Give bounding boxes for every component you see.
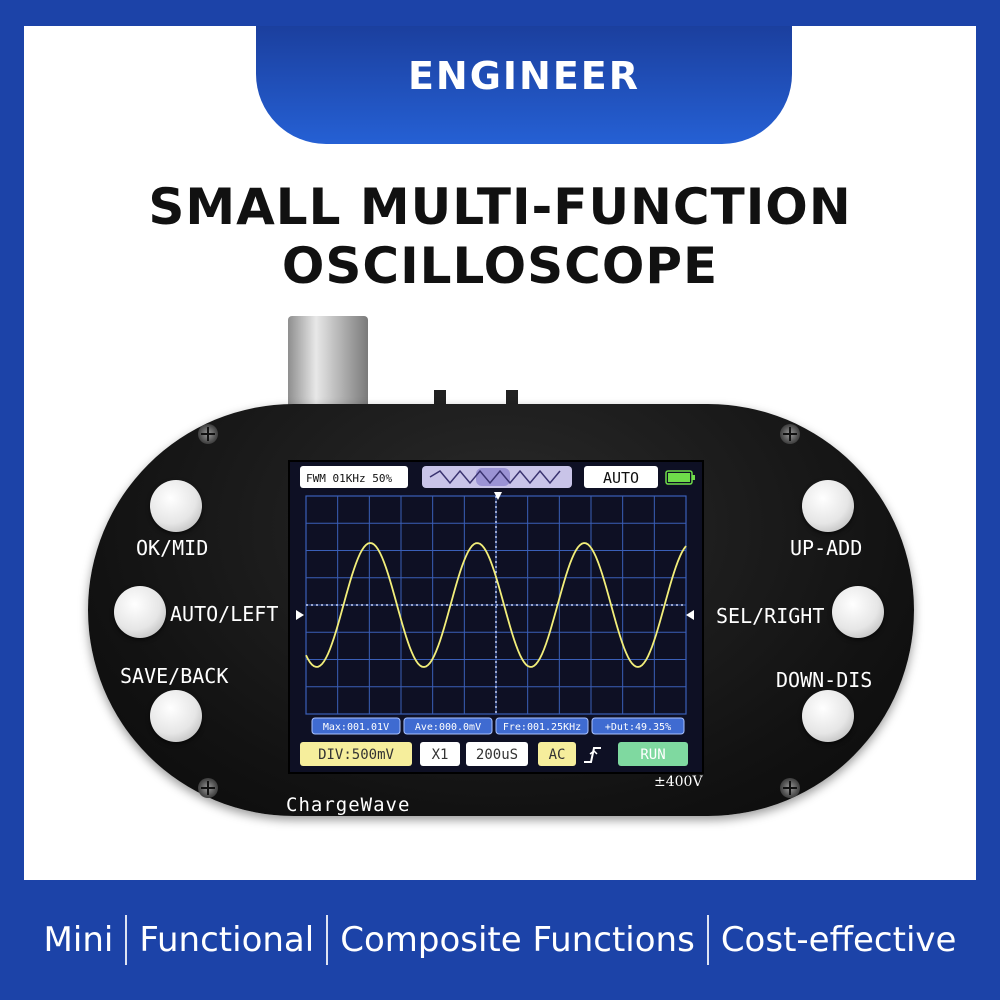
oscilloscope-screen: FWM 01KHz 50% AUTO Max:001.01V Ave:000.0… — [288, 460, 704, 774]
duty-value: +Dut:49.35% — [605, 722, 671, 733]
bnc-probe-connector — [288, 316, 368, 416]
headline-line-1: SMALL MULTI-FUNCTION — [148, 178, 852, 236]
save-back-label: SAVE/BACK — [120, 664, 229, 688]
voltage-rating: ±400V — [654, 774, 703, 790]
volts-div-box[interactable] — [300, 742, 412, 766]
screw-icon — [780, 424, 800, 444]
pwm-status-box — [300, 466, 408, 488]
feature-divider — [706, 915, 709, 965]
up-add-button[interactable] — [802, 480, 854, 532]
ok-mid-label: OK/MID — [136, 536, 209, 560]
trigger-level-marker — [686, 610, 694, 620]
down-dis-label: DOWN-DIS — [776, 668, 873, 692]
device-brand-label: ChargeWave — [286, 794, 411, 816]
scope-grid — [305, 495, 687, 715]
screw-icon — [780, 778, 800, 798]
feature-bar: Mini Functional Composite Functions Cost… — [0, 900, 1000, 980]
feature-item: Mini — [43, 920, 114, 960]
average-value: Ave:000.0mV — [415, 722, 481, 733]
headline-line-2: OSCILLOSCOPE — [281, 237, 719, 295]
feature-item: Composite Functions — [340, 920, 695, 960]
rising-edge-icon — [584, 747, 601, 763]
ok-mid-button[interactable] — [150, 480, 202, 532]
trigger-mode-box[interactable] — [584, 466, 658, 488]
down-dis-button[interactable] — [802, 690, 854, 742]
screw-icon — [198, 778, 218, 798]
brand-tab: ENGINEER — [256, 26, 792, 144]
probe-ratio: X1 — [432, 747, 449, 763]
feature-item: Functional — [139, 920, 315, 960]
probe-ratio-box[interactable] — [420, 742, 460, 766]
scope-display: FWM 01KHz 50% AUTO Max:001.01V Ave:000.0… — [296, 466, 695, 766]
timebase-box[interactable] — [466, 742, 528, 766]
ground-level-marker — [296, 610, 304, 620]
battery-icon — [665, 470, 695, 485]
waveform-trace — [305, 542, 687, 668]
screw-icon — [198, 424, 218, 444]
sel-right-label: SEL/RIGHT — [716, 604, 825, 628]
feature-divider — [326, 915, 329, 965]
run-state-box[interactable] — [618, 742, 688, 766]
up-add-label: UP-ADD — [790, 536, 863, 560]
pwm-status: FWM 01KHz 50% — [306, 472, 392, 485]
auto-left-label: AUTO/LEFT — [170, 602, 279, 626]
save-back-button[interactable] — [150, 690, 202, 742]
auto-left-button[interactable] — [114, 586, 166, 638]
volts-div: DIV:500mV — [318, 747, 394, 763]
max-value: Max:001.01V — [323, 722, 389, 733]
coupling: AC — [549, 747, 566, 763]
measurement-bar: Max:001.01V Ave:000.0mV Fre:001.25KHz +D… — [311, 717, 685, 735]
feature-item: Cost-effective — [720, 920, 957, 960]
sel-right-button[interactable] — [832, 586, 884, 638]
brand-logo: ENGINEER — [407, 54, 641, 98]
coupling-box[interactable] — [538, 742, 576, 766]
frequency-value: Fre:001.25KHz — [503, 722, 581, 733]
trigger-wave-icon — [429, 469, 561, 485]
trigger-time-marker — [494, 492, 502, 500]
trigger-mode: AUTO — [603, 469, 639, 487]
run-state: RUN — [640, 747, 665, 763]
battery-fill — [668, 473, 690, 482]
feature-divider — [125, 915, 128, 965]
timebase: 200uS — [476, 747, 518, 763]
